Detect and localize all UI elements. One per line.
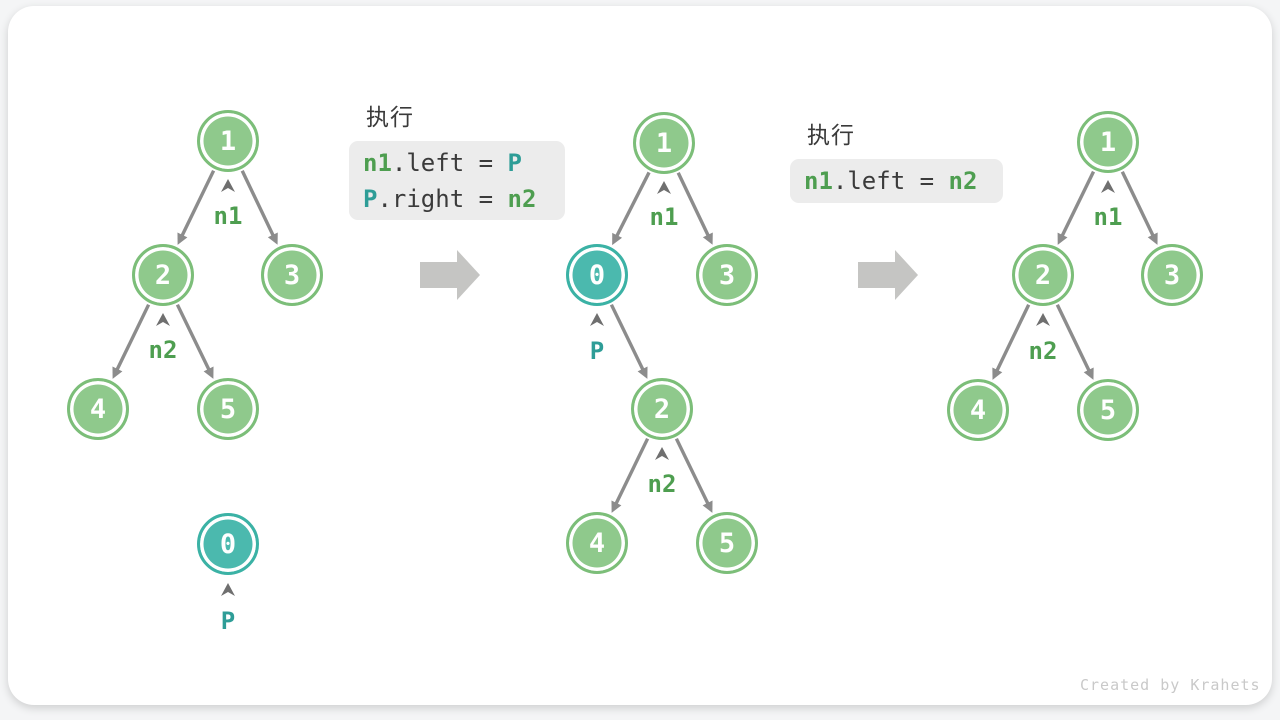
tree-node-3: 3 [261,244,323,306]
code-token: .right = [377,184,508,213]
step-2-title: 执行 [807,122,855,148]
tree-node-4: 4 [566,512,628,574]
tree-edge [240,170,276,238]
transition-arrow-icon [858,250,918,300]
pointer-caret-icon [657,181,671,194]
tree-edge [674,437,710,506]
tree-edge-arrowhead-icon [702,232,713,245]
tree-node-0: 0 [566,244,628,306]
tree-node-2: 2 [132,244,194,306]
pointer-caret-icon [1101,180,1115,193]
tree-edge-arrowhead-icon [612,232,623,246]
tree-edge-arrowhead-icon [203,366,214,379]
tree-edge [614,437,650,506]
code-token: P [507,148,522,177]
pointer-label-n1: n1 [649,203,679,231]
tree-edge-arrowhead-icon [637,366,648,379]
code-token: .left = [832,167,949,195]
pointer-caret-icon [590,313,604,326]
tree-edge-arrowhead-icon [112,366,123,379]
tree-node-5: 5 [1077,379,1139,441]
tree-edge-arrowhead-icon [177,232,188,245]
pointer-label-n2: n2 [647,470,677,498]
tree-edge-arrowhead-icon [1057,232,1068,245]
step-2-code-box: n1.left = n2 [790,159,1003,203]
tree-node-5: 5 [696,512,758,574]
tree-node-4: 4 [67,378,129,440]
tree-edge [180,169,216,238]
tree-edge-arrowhead-icon [702,500,713,513]
tree-edge [609,303,645,372]
tree-node-0: 0 [197,513,259,575]
code-token: n1 [804,167,833,195]
tree-node-3: 3 [696,244,758,306]
tree-node-2: 2 [631,378,693,440]
tree-edge-arrowhead-icon [1147,232,1158,245]
tree-edge [1060,170,1096,238]
tree-edge [1120,170,1156,238]
pointer-label-n2: n2 [148,336,178,364]
tree-edge [994,303,1031,373]
code-line: n1.left = P [363,145,551,181]
tree-edge-arrowhead-icon [992,367,1003,380]
tree-edge [676,172,711,238]
tree-node-4: 4 [947,379,1009,441]
pointer-label-n1: n1 [213,202,243,230]
code-token: n2 [948,167,978,195]
watermark: Created by Krahets [1080,676,1261,694]
tree-edge [115,303,151,372]
tree-node-1: 1 [1077,111,1139,173]
tree-node-5: 5 [197,378,259,440]
pointer-caret-icon [156,313,170,326]
tree-node-1: 1 [197,110,259,172]
tree-edge-arrowhead-icon [267,232,278,245]
code-line: P.right = n2 [363,181,551,217]
tree-node-1: 1 [633,112,695,174]
step-1-title: 执行 [366,104,414,130]
pointer-caret-icon [221,583,235,596]
pointer-caret-icon [655,447,669,460]
code-token: P [363,184,378,213]
pointer-label-n1: n1 [1093,203,1123,231]
code-token: .left = [391,148,508,177]
tree-edge [614,171,651,238]
pointer-label-P: P [589,337,605,365]
code-token: n1 [363,148,392,177]
pointer-caret-icon [221,179,235,192]
tree-edge-arrowhead-icon [1083,367,1094,380]
pointer-label-P: P [220,607,236,635]
code-token: n2 [507,184,537,213]
code-line: n1.left = n2 [804,163,989,199]
tree-node-3: 3 [1141,244,1203,306]
transition-arrow-icon [420,250,480,300]
pointer-label-n2: n2 [1028,337,1058,365]
tree-node-2: 2 [1012,244,1074,306]
pointer-caret-icon [1036,313,1050,326]
tree-edge [1055,303,1092,373]
tree-edge [175,303,211,372]
tree-edge-arrowhead-icon [611,500,622,513]
